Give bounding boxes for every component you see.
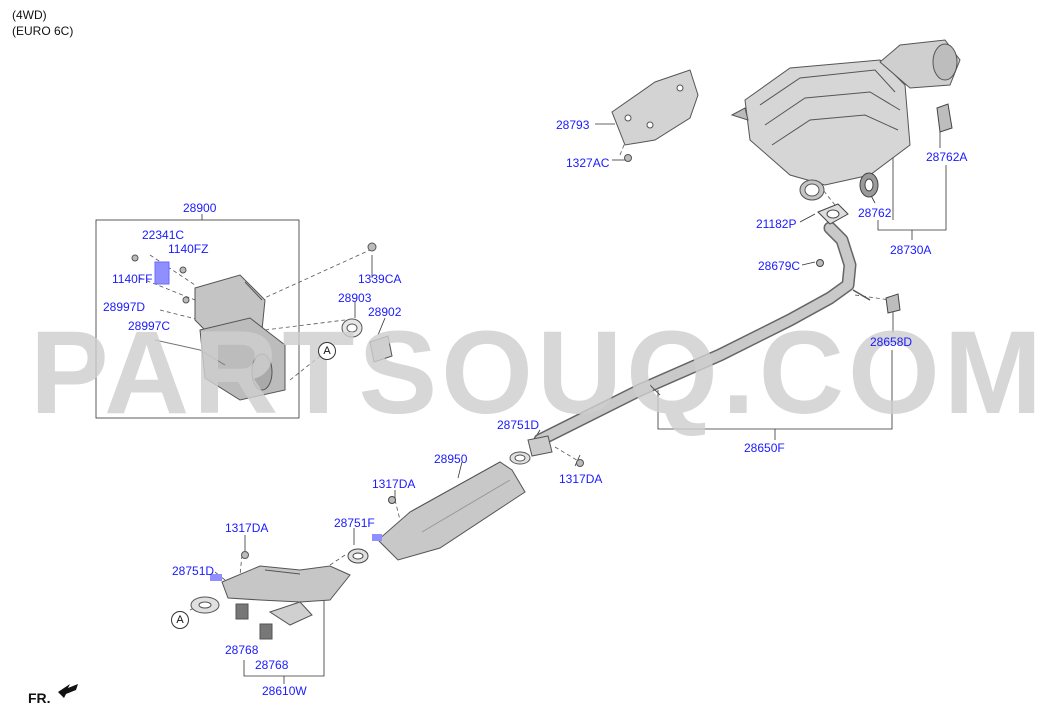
- heat-shield-28793: [611, 69, 699, 162]
- label-28768-left[interactable]: 28768: [225, 643, 259, 657]
- hanger-28658D: [885, 293, 901, 314]
- label-28762A[interactable]: 28762A: [926, 150, 968, 164]
- label-21182P[interactable]: 21182P: [756, 217, 797, 231]
- label-1317DA-right[interactable]: 1317DA: [559, 472, 603, 486]
- label-22341C[interactable]: 22341C: [142, 228, 185, 242]
- callout-a-lower: A: [171, 611, 189, 629]
- callout-a-upper: A: [318, 342, 336, 360]
- label-1317DA-middle[interactable]: 1317DA: [372, 477, 416, 491]
- label-28902[interactable]: 28902: [368, 305, 402, 319]
- gasket-21182P: [817, 203, 849, 225]
- label-28768-right[interactable]: 28768: [255, 658, 289, 672]
- label-28997D[interactable]: 28997D: [103, 300, 146, 314]
- converter-28950: [377, 435, 584, 561]
- hanger-28762: [859, 172, 879, 198]
- label-28762[interactable]: 28762: [858, 206, 892, 220]
- note-drive: (4WD): [12, 8, 47, 22]
- label-1317DA-left[interactable]: 1317DA: [225, 521, 269, 535]
- bracket-28730A: [877, 165, 947, 231]
- label-28903[interactable]: 28903: [338, 291, 372, 305]
- watermark: PARTSOUQ.COM: [30, 307, 1047, 439]
- label-1327AC[interactable]: 1327AC: [566, 156, 610, 170]
- label-28751D-upper[interactable]: 28751D: [497, 418, 540, 432]
- dpf-assembly-28900: [131, 242, 393, 401]
- assembly-box-28900: [95, 219, 300, 419]
- label-28900[interactable]: 28900: [183, 201, 217, 215]
- label-28679C[interactable]: 28679C: [758, 259, 801, 273]
- label-28650F[interactable]: 28650F: [744, 441, 785, 455]
- label-1140FF[interactable]: 1140FF: [112, 272, 153, 286]
- note-emission: (EURO 6C): [12, 24, 74, 38]
- label-28950[interactable]: 28950: [434, 452, 468, 466]
- label-28658D[interactable]: 28658D: [870, 335, 913, 349]
- label-28751D-lower[interactable]: 28751D: [172, 564, 215, 578]
- label-1140FZ[interactable]: 1140FZ: [168, 242, 209, 256]
- rear-muffler: [730, 39, 961, 201]
- label-28610W[interactable]: 28610W: [262, 684, 307, 698]
- label-28751F[interactable]: 28751F: [334, 516, 375, 530]
- front-marker: FR.: [28, 690, 51, 706]
- gasket-28751F: [347, 496, 396, 564]
- front-arrow: [58, 684, 78, 698]
- label-28730A[interactable]: 28730A: [890, 243, 932, 257]
- label-1339CA[interactable]: 1339CA: [358, 272, 402, 286]
- bracket-28762A: [936, 103, 953, 133]
- front-pipe-28610W: [190, 551, 351, 640]
- label-28997C[interactable]: 28997C: [128, 319, 171, 333]
- label-28793[interactable]: 28793: [556, 118, 590, 132]
